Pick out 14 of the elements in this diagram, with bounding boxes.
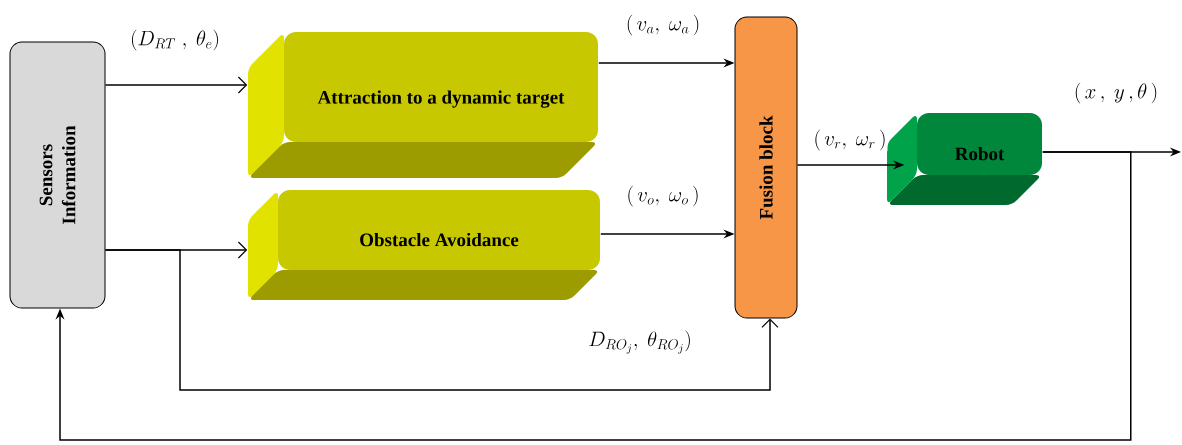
edge-label: $(\,x\,,\ y\,,\theta\,)$ (1072, 81, 1160, 105)
rounded-box: Sensors Information (9, 41, 106, 309)
arrow (104, 249, 779, 391)
edge-label: $(\,v_r,\ \omega_r\,)$ (812, 128, 888, 152)
block: Obstacle Avoidance (248, 190, 600, 300)
edge-label: $(\,v_a,\ \omega_a\,)$ (624, 13, 702, 37)
rounded-box: Fusion block (734, 16, 798, 319)
block: Robot (887, 113, 1042, 205)
edge-label: $(D_{RT}\;,\ \theta_e)$ (129, 28, 221, 52)
arrow (104, 76, 248, 94)
edge-label: $D_{RO_j},\ \theta_{RO_j})$ (587, 329, 693, 355)
arrow (55, 151, 1132, 441)
block: Attraction to a dynamic target (248, 32, 598, 178)
edge-label: $(\,v_o,\ \omega_o\,)$ (625, 184, 701, 208)
